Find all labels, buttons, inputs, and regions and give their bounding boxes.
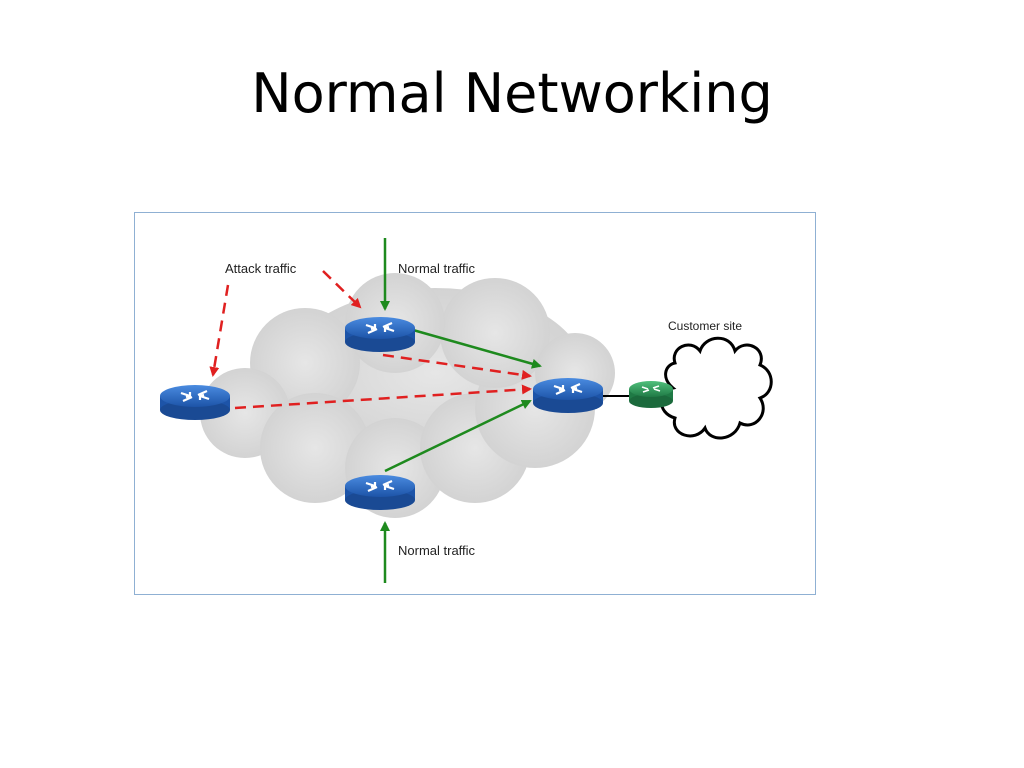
normal-traffic-bottom-label: Normal traffic [398, 543, 476, 558]
attack-traffic-arrow-top-to-edge [382, 353, 532, 380]
normal-traffic-arrow-top-to-edge [412, 328, 542, 369]
diagram-canvas: Attack traffic Normal traffic Normal tra… [160, 238, 773, 583]
attack-traffic-arrow-to-top [322, 270, 362, 309]
network-diagram: Attack traffic Normal traffic Normal tra… [134, 212, 816, 595]
normal-traffic-top-label: Normal traffic [398, 261, 476, 276]
customer-site-cloud [659, 336, 773, 440]
router-top-icon [345, 317, 415, 352]
router-customer-icon [629, 381, 673, 408]
slide-title: Normal Networking [251, 62, 773, 125]
customer-site-label: Customer site [668, 319, 742, 333]
attack-traffic-arrow-to-left [209, 284, 230, 377]
normal-traffic-arrow-bottom-to-edge [384, 399, 532, 473]
router-edge-icon [533, 378, 603, 413]
router-left-icon [160, 385, 230, 420]
attack-traffic-label: Attack traffic [225, 261, 297, 276]
attack-traffic-arrow-left-to-edge [234, 384, 532, 410]
router-bottom-icon [345, 475, 415, 510]
